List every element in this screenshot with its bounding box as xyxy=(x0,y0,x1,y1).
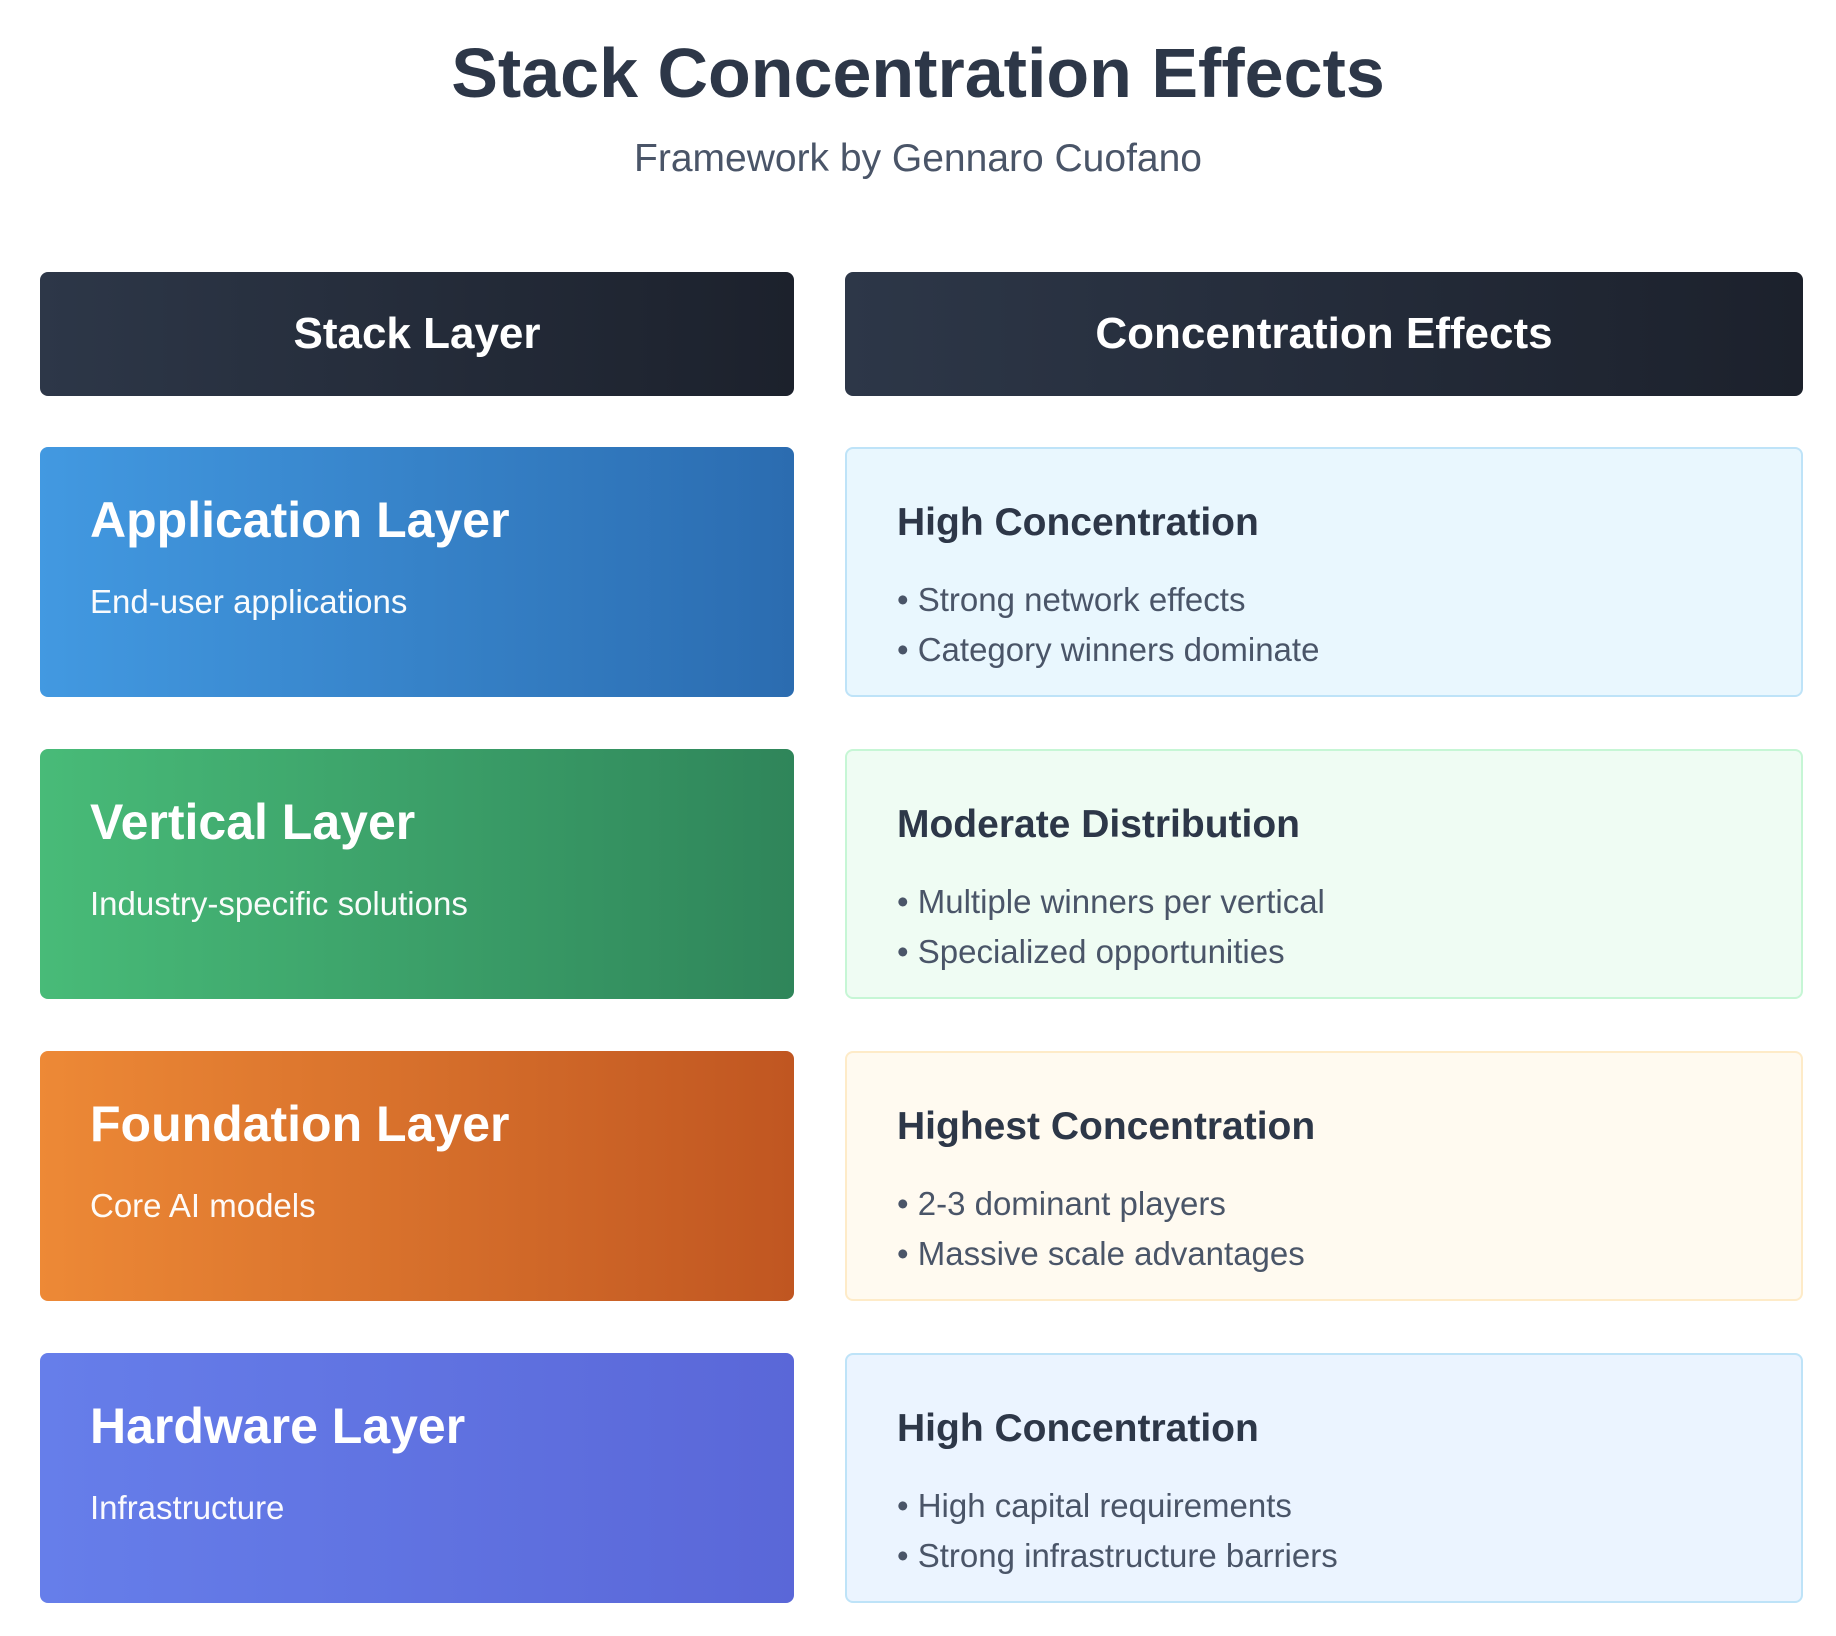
layer-name: Hardware Layer xyxy=(90,1398,466,1454)
layer-description: Core AI models xyxy=(90,1187,316,1224)
effect-card-vertical: Moderate Distribution • Multiple winners… xyxy=(845,749,1803,999)
effect-title: High Concentration xyxy=(897,1407,1259,1450)
effect-bullet: • 2-3 dominant players xyxy=(897,1185,1226,1222)
layer-card-foundation: Foundation Layer Core AI models xyxy=(40,1051,794,1301)
layer-description: Industry-specific solutions xyxy=(90,885,468,922)
effect-card-foundation: Highest Concentration • 2-3 dominant pla… xyxy=(845,1051,1803,1301)
page-title: Stack Concentration Effects xyxy=(451,34,1385,112)
effect-bullet-list: • Multiple winners per vertical • Specia… xyxy=(897,877,1751,977)
effect-bullet: • Specialized opportunities xyxy=(897,933,1285,970)
effect-bullet: • Massive scale advantages xyxy=(897,1235,1305,1272)
effect-title: Highest Concentration xyxy=(897,1105,1316,1148)
layer-name: Application Layer xyxy=(90,492,510,548)
layer-card-hardware: Hardware Layer Infrastructure xyxy=(40,1353,794,1603)
layer-description: Infrastructure xyxy=(90,1489,285,1526)
layer-card-vertical: Vertical Layer Industry-specific solutio… xyxy=(40,749,794,999)
page-subtitle: Framework by Gennaro Cuofano xyxy=(634,137,1202,180)
effect-title: High Concentration xyxy=(897,501,1259,544)
layer-name: Foundation Layer xyxy=(90,1096,510,1152)
effect-card-hardware: High Concentration • High capital requir… xyxy=(845,1353,1803,1603)
effect-bullet: • Strong infrastructure barriers xyxy=(897,1537,1338,1574)
layer-description: End-user applications xyxy=(90,583,408,620)
effect-bullet-list: • High capital requirements • Strong inf… xyxy=(897,1481,1751,1581)
effect-bullet: • Multiple winners per vertical xyxy=(897,883,1325,920)
column-header-stack-layer: Stack Layer xyxy=(40,272,794,396)
effect-bullet-list: • Strong network effects • Category winn… xyxy=(897,575,1751,675)
column-header-concentration-effects: Concentration Effects xyxy=(845,272,1803,396)
layer-name: Vertical Layer xyxy=(90,794,416,850)
effect-bullet: • Strong network effects xyxy=(897,581,1246,618)
layer-card-application: Application Layer End-user applications xyxy=(40,447,794,697)
effect-bullet: • Category winners dominate xyxy=(897,631,1320,668)
effect-bullet-list: • 2-3 dominant players • Massive scale a… xyxy=(897,1179,1751,1279)
effect-title: Moderate Distribution xyxy=(897,803,1301,846)
effect-card-application: High Concentration • Strong network effe… xyxy=(845,447,1803,697)
effect-bullet: • High capital requirements xyxy=(897,1487,1292,1524)
